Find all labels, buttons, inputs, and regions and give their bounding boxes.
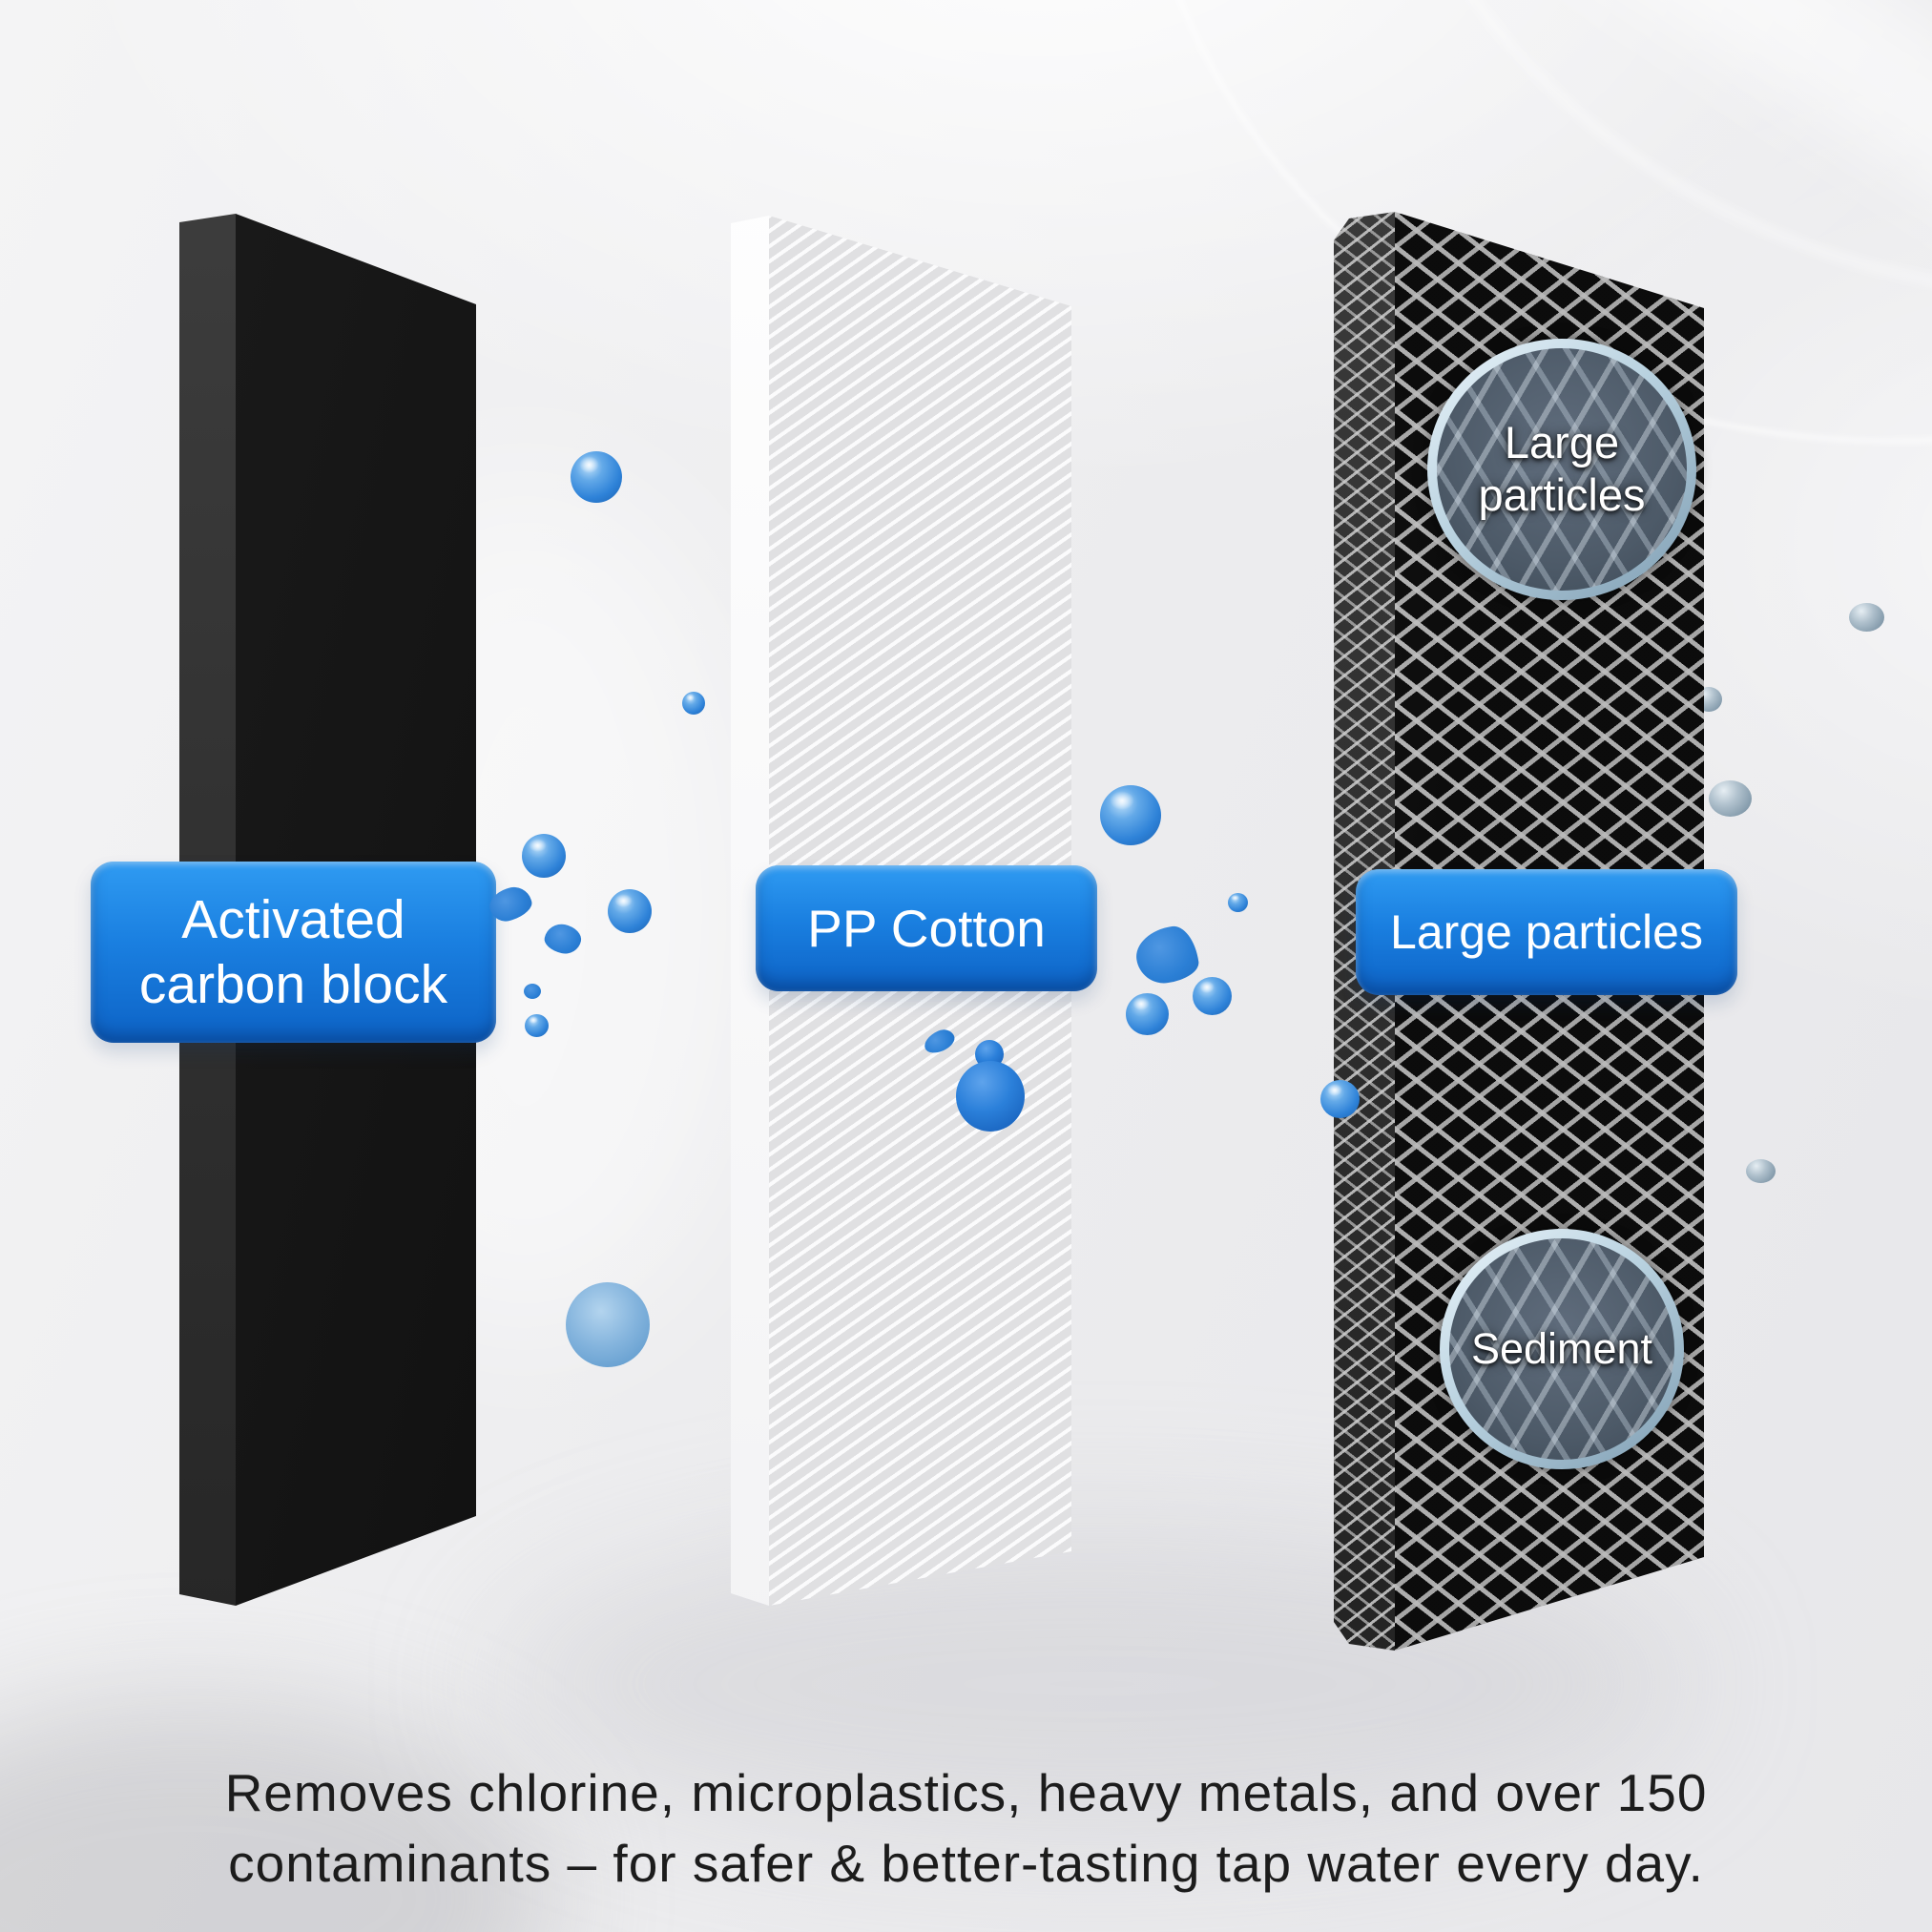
water-droplet	[1126, 993, 1169, 1035]
large-particles-badge: Large particles	[1427, 339, 1696, 600]
water-droplet	[1193, 977, 1232, 1015]
caption-line-2: contaminants – for safer & better-tastin…	[228, 1834, 1704, 1894]
water-droplet	[566, 1282, 650, 1367]
activated-carbon-label: Activated carbon block	[91, 862, 496, 1043]
large-particles-badge-face: Large particles	[1437, 348, 1687, 591]
water-droplet	[524, 984, 541, 999]
sediment-badge-face: Sediment	[1449, 1238, 1674, 1460]
label-text: Activated carbon block	[138, 888, 448, 1015]
water-droplet	[1228, 893, 1248, 912]
sediment-badge: Sediment	[1440, 1229, 1684, 1469]
label-text: PP Cotton	[807, 899, 1046, 958]
water-droplet	[1746, 1159, 1776, 1183]
badge-label: particles	[1478, 469, 1646, 520]
water-droplet	[525, 1014, 549, 1037]
large-particles-label: Large particles	[1356, 869, 1737, 995]
water-droplet	[1320, 1080, 1360, 1118]
badge-label: Large	[1504, 417, 1620, 468]
caption-line-1: Removes chlorine, microplastics, heavy m…	[224, 1763, 1708, 1822]
water-droplet	[571, 451, 622, 503]
caption-text: Removes chlorine, microplastics, heavy m…	[0, 1757, 1932, 1900]
water-droplet	[682, 692, 705, 715]
water-droplet	[1100, 785, 1161, 845]
badge-label: Sediment	[1470, 1323, 1653, 1373]
water-droplet	[956, 1061, 1025, 1132]
pp-cotton-label: PP Cotton	[756, 865, 1097, 991]
water-droplet	[1849, 603, 1884, 632]
label-text: Large particles	[1390, 905, 1703, 959]
water-droplet	[522, 834, 566, 878]
water-droplet	[1709, 780, 1752, 817]
water-droplet	[608, 889, 652, 933]
